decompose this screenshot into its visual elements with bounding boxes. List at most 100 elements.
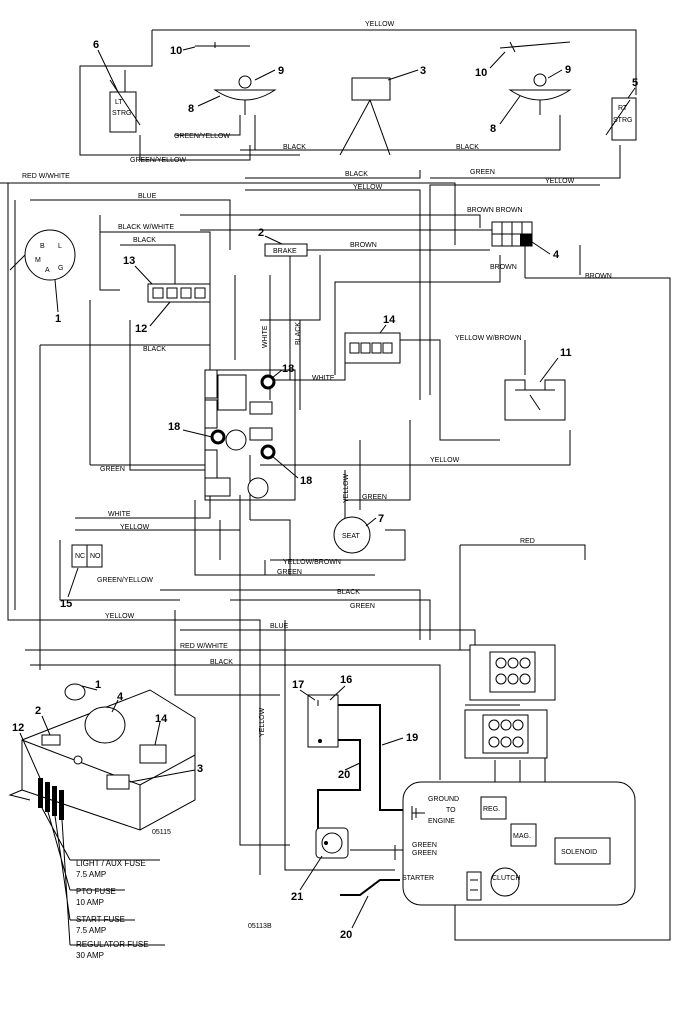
svg-text:BRAKE: BRAKE (273, 248, 297, 255)
svg-text:START FUSE: START FUSE (76, 915, 125, 924)
callout-20b: 20 (340, 929, 352, 941)
detail-callout-4: 4 (117, 691, 124, 703)
svg-text:GREEN/YELLOW: GREEN/YELLOW (130, 157, 186, 164)
svg-text:NO: NO (90, 553, 101, 560)
light-bar-left (195, 42, 250, 48)
callout-2: 2 (258, 227, 264, 239)
svg-text:BLACK: BLACK (295, 322, 302, 345)
svg-text:BLACK: BLACK (456, 144, 479, 151)
fuse-labels: LIGHT / AUX FUSE 7.5 AMP PTO FUSE 10 AMP… (76, 859, 149, 960)
svg-text:RED W/WHITE: RED W/WHITE (180, 643, 228, 650)
svg-text:YELLOW: YELLOW (545, 178, 575, 185)
svg-text:GREEN: GREEN (412, 842, 437, 849)
svg-text:BLACK: BLACK (133, 237, 156, 244)
svg-text:M: M (35, 257, 41, 264)
callout-9a: 9 (278, 65, 284, 77)
svg-text:BLUE: BLUE (138, 193, 157, 200)
fuse-block (147, 283, 211, 303)
svg-text:LT: LT (115, 99, 123, 106)
svg-text:G: G (58, 265, 63, 272)
svg-text:GROUND: GROUND (428, 796, 459, 803)
svg-text:BLUE: BLUE (270, 623, 289, 630)
svg-text:STARTER: STARTER (402, 875, 434, 882)
callout-10a: 10 (170, 45, 182, 57)
seat-switch: SEAT (333, 516, 371, 554)
svg-text:BLACK W/WHITE: BLACK W/WHITE (118, 224, 174, 231)
svg-text:GREEN: GREEN (100, 466, 125, 473)
brake-switch: BRAKE (264, 243, 308, 257)
callout-18b: 18 (168, 421, 180, 433)
callout-20a: 20 (338, 769, 350, 781)
svg-text:BLACK: BLACK (345, 171, 368, 178)
svg-text:BLACK: BLACK (283, 144, 306, 151)
svg-text:REGULATOR FUSE: REGULATOR FUSE (76, 940, 149, 949)
svg-text:30 AMP: 30 AMP (76, 951, 104, 960)
callout-18a: 18 (282, 363, 294, 375)
svg-text:GREEN: GREEN (412, 850, 437, 857)
svg-text:BROWN BROWN: BROWN BROWN (467, 207, 523, 214)
svg-text:L: L (58, 243, 62, 250)
svg-text:YELLOW: YELLOW (120, 524, 150, 531)
svg-text:STRG: STRG (112, 110, 131, 117)
svg-text:CLUTCH: CLUTCH (492, 875, 520, 882)
callout-7: 7 (378, 513, 384, 525)
svg-text:LIGHT / AUX FUSE: LIGHT / AUX FUSE (76, 859, 146, 868)
engine-plug-lower (464, 709, 548, 759)
key-switch: B L M G A (9, 229, 76, 281)
svg-text:GREEN: GREEN (277, 569, 302, 576)
hour-meter (351, 77, 391, 101)
svg-text:7.5 AMP: 7.5 AMP (76, 926, 106, 935)
callout-8b: 8 (490, 123, 496, 135)
pto-switch (504, 379, 566, 421)
svg-text:SEAT: SEAT (342, 533, 360, 540)
svg-text:SOLENOID: SOLENOID (561, 849, 597, 856)
callout-4: 4 (553, 249, 560, 261)
svg-text:RT: RT (618, 105, 628, 112)
svg-text:RED: RED (520, 538, 535, 545)
callout-18c: 18 (300, 475, 312, 487)
callout-11: 11 (560, 347, 572, 359)
svg-text:BROWN: BROWN (585, 273, 612, 280)
svg-text:STRG: STRG (613, 117, 632, 124)
svg-text:10 AMP: 10 AMP (76, 898, 104, 907)
svg-text:BROWN: BROWN (350, 242, 377, 249)
svg-text:A: A (45, 267, 50, 274)
svg-text:YELLOW: YELLOW (365, 21, 395, 28)
svg-text:GREEN/YELLOW: GREEN/YELLOW (174, 133, 230, 140)
callout-21: 21 (291, 891, 303, 903)
svg-text:GREEN: GREEN (350, 603, 375, 610)
svg-text:YELLOW: YELLOW (105, 613, 135, 620)
engine-block: GROUND TO ENGINE REG. MAG. SOLENOID STAR… (402, 781, 636, 906)
svg-text:YELLOW: YELLOW (430, 457, 460, 464)
headlight-left (213, 75, 277, 115)
engine-plug-upper (469, 644, 556, 701)
svg-text:YELLOW: YELLOW (259, 707, 266, 737)
wire-labels: YELLOW GREEN/YELLOW BLACK BLACK GREEN/YE… (22, 21, 612, 857)
callout-6: 6 (93, 39, 99, 51)
callout-5: 5 (632, 77, 638, 89)
detail-callout-2: 2 (35, 705, 41, 717)
detail-callout-1: 1 (95, 679, 101, 691)
svg-text:TO: TO (446, 807, 456, 814)
svg-text:BLACK: BLACK (143, 346, 166, 353)
light-connector (491, 221, 533, 247)
svg-text:GREEN: GREEN (470, 169, 495, 176)
callout-16: 16 (340, 674, 352, 686)
callout-3: 3 (420, 65, 426, 77)
starter-solenoid (315, 827, 349, 859)
svg-text:WHITE: WHITE (262, 325, 269, 348)
svg-text:NC: NC (75, 553, 85, 560)
svg-text:ENGINE: ENGINE (428, 818, 455, 825)
callout-13: 13 (123, 255, 135, 267)
detail-figure-code: 05115 (152, 829, 171, 836)
svg-text:WHITE: WHITE (108, 511, 131, 518)
svg-text:REG.: REG. (483, 806, 500, 813)
svg-text:YELLOW W/BROWN: YELLOW W/BROWN (455, 335, 522, 342)
brake-nc-no-switch: NC NO (71, 544, 103, 568)
battery (307, 694, 339, 748)
central-junction (204, 369, 296, 501)
wire-harness (0, 29, 671, 941)
dash-panel-detail (8, 683, 196, 946)
svg-text:GREEN: GREEN (362, 494, 387, 501)
